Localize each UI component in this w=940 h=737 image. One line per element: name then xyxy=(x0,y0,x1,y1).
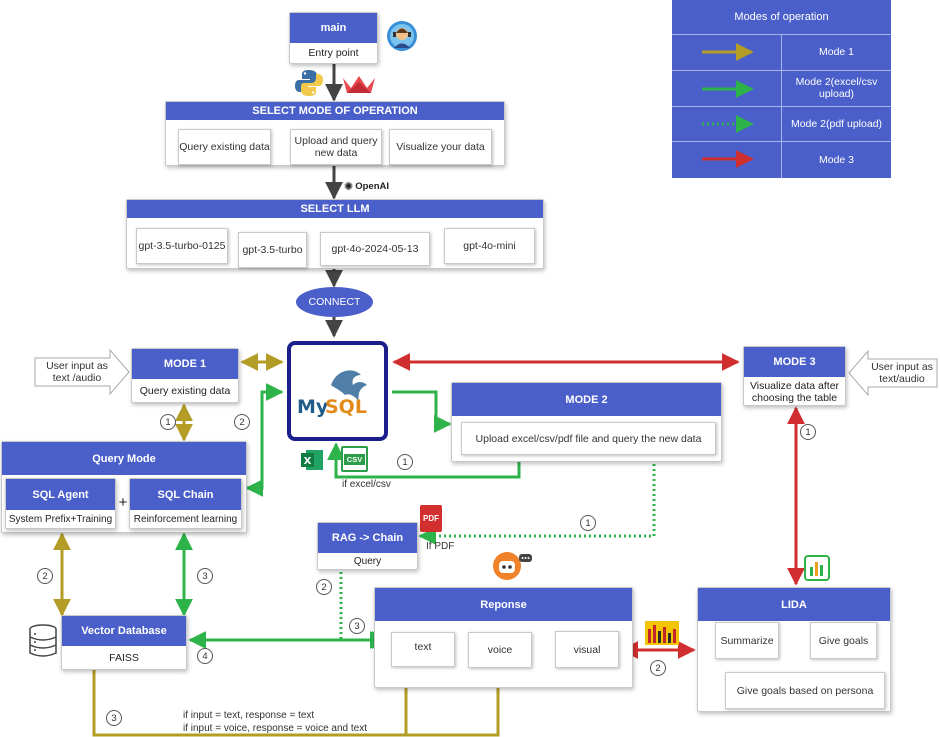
step-number: 2 xyxy=(234,414,250,430)
robot-assistant-icon xyxy=(493,552,532,580)
vector-database-node: Vector Database FAISS xyxy=(61,615,187,670)
sql-agent-subtitle: System Prefix+Training xyxy=(8,513,113,525)
lida-give-goals: Give goals xyxy=(810,622,877,659)
llm-option-gpt4o-mini[interactable]: gpt-4o-mini xyxy=(444,228,535,264)
step-number: 1 xyxy=(160,414,176,430)
csv-badge: CSV xyxy=(344,454,365,465)
legend-mode3-label: Mode 3 xyxy=(818,153,855,166)
footnote-text-response: if input = text, response = text xyxy=(183,710,315,721)
connect-button[interactable]: CONNECT xyxy=(296,287,373,317)
step-number: 4 xyxy=(197,648,213,664)
step-number: 2 xyxy=(650,660,666,676)
step-number: 1 xyxy=(397,454,413,470)
rag-chain-title: RAG -> Chain xyxy=(318,523,417,553)
user-input-right-arrow xyxy=(848,350,938,396)
mode1-title: MODE 1 xyxy=(132,349,238,379)
response-title: Reponse xyxy=(375,588,632,621)
legend-mode2-label: Mode 2(excel/csv upload) xyxy=(795,76,878,100)
legend-mode1-label: Mode 1 xyxy=(818,46,855,58)
user-input-right-label: User input as text/audio xyxy=(871,361,933,385)
python-logo-icon xyxy=(295,70,323,96)
llm-option-gpt35-0125[interactable]: gpt-3.5-turbo-0125 xyxy=(136,228,228,264)
svg-text:My: My xyxy=(297,396,329,418)
bottom-to-voice-gold-path xyxy=(406,666,507,737)
mode2-title: MODE 2 xyxy=(452,383,721,416)
response-text: text xyxy=(391,632,455,667)
sql-chain-subtitle: Reinforcement learning xyxy=(133,513,238,525)
step-number: 1 xyxy=(580,515,596,531)
lida-summarize: Summarize xyxy=(715,622,779,659)
legend-mode2pdf-label: Mode 2(pdf upload) xyxy=(790,117,883,130)
select-mode-title: SELECT MODE OF OPERATION xyxy=(166,102,504,120)
plus-sign: + xyxy=(118,494,128,511)
response-voice: voice xyxy=(468,632,532,668)
lida-title: LIDA xyxy=(698,588,890,621)
response-visual: visual xyxy=(555,631,619,668)
vector-database-subtitle: FAISS xyxy=(109,652,139,664)
select-llm-title: SELECT LLM xyxy=(127,200,543,218)
user-input-left-label: User input as text /audio xyxy=(46,360,108,384)
llm-option-gpt35[interactable]: gpt-3.5-turbo xyxy=(238,232,307,268)
if-excel-label: if excel/csv xyxy=(342,479,391,490)
sql-agent-node: SQL Agent System Prefix+Training xyxy=(5,478,116,529)
main-subtitle: Entry point xyxy=(308,47,359,59)
vectordb-bottom-gold-path xyxy=(92,666,415,737)
mode-option-visualize[interactable]: Visualize your data xyxy=(389,129,492,165)
lida-goals-persona: Give goals based on persona xyxy=(725,672,885,709)
main-node: main Entry point xyxy=(289,12,378,64)
mysql-database: My SQL xyxy=(287,341,388,441)
mode2-pdf-dotted-path xyxy=(418,464,656,545)
mode3-subtitle: Visualize data after choosing the table xyxy=(749,379,840,404)
openai-logo: ✺ OpenAI xyxy=(344,181,389,193)
step-number: 2 xyxy=(37,568,53,584)
querymode-mysql-green-path xyxy=(245,383,284,497)
step-number: 3 xyxy=(349,618,365,634)
svg-text:SQL: SQL xyxy=(325,396,367,418)
mode1-node: MODE 1 Query existing data xyxy=(131,348,239,403)
step-number: 2 xyxy=(316,579,332,595)
pdf-file-icon: PDF xyxy=(420,505,442,532)
mode2-excel-green-path xyxy=(327,442,521,479)
rag-chain-subtitle: Query xyxy=(353,555,382,567)
footnote-voice-response: if input = voice, response = voice and t… xyxy=(183,723,367,734)
mode2-subtitle: Upload excel/csv/pdf file and query the … xyxy=(461,422,716,455)
excel-icon: X xyxy=(301,450,323,470)
legend-title: Modes of operation xyxy=(734,11,829,23)
user-input-left-arrow xyxy=(34,349,130,395)
step-number: 3 xyxy=(106,710,122,726)
vector-database-title: Vector Database xyxy=(62,616,186,646)
step-number: 3 xyxy=(197,568,213,584)
csv-file-icon: CSV xyxy=(341,446,368,472)
mode3-title: MODE 3 xyxy=(744,347,845,377)
rag-chain-node: RAG -> Chain Query xyxy=(317,522,418,570)
analytics-icon xyxy=(804,555,830,581)
svg-text:X: X xyxy=(304,456,312,467)
database-icon xyxy=(29,624,57,657)
step-number: 1 xyxy=(800,424,816,440)
sql-chain-node: SQL Chain Reinforcement learning xyxy=(129,478,242,529)
streamlit-logo-icon xyxy=(343,76,375,93)
user-avatar-icon xyxy=(387,21,417,51)
openai-knot-icon: ✺ xyxy=(344,181,354,193)
mode-option-upload[interactable]: Upload and query new data xyxy=(290,129,382,165)
bar-chart-icon xyxy=(645,621,679,645)
llm-option-gpt4o[interactable]: gpt-4o-2024-05-13 xyxy=(320,232,430,266)
sql-chain-title: SQL Chain xyxy=(130,479,241,510)
mode1-subtitle: Query existing data xyxy=(139,385,231,397)
modes-legend: Modes of operation Mode 1 Mode 2(excel/c… xyxy=(672,0,891,178)
mysql-logo-icon: My SQL xyxy=(297,370,367,418)
mysql-mode2-green-path xyxy=(392,390,452,433)
if-pdf-label: If PDF xyxy=(426,541,455,552)
mode3-node: MODE 3 Visualize data after choosing the… xyxy=(743,346,846,406)
sql-agent-title: SQL Agent xyxy=(6,479,115,510)
mode-option-query-existing[interactable]: Query existing data xyxy=(178,129,271,165)
main-title: main xyxy=(290,13,377,43)
query-mode-title: Query Mode xyxy=(2,442,246,475)
